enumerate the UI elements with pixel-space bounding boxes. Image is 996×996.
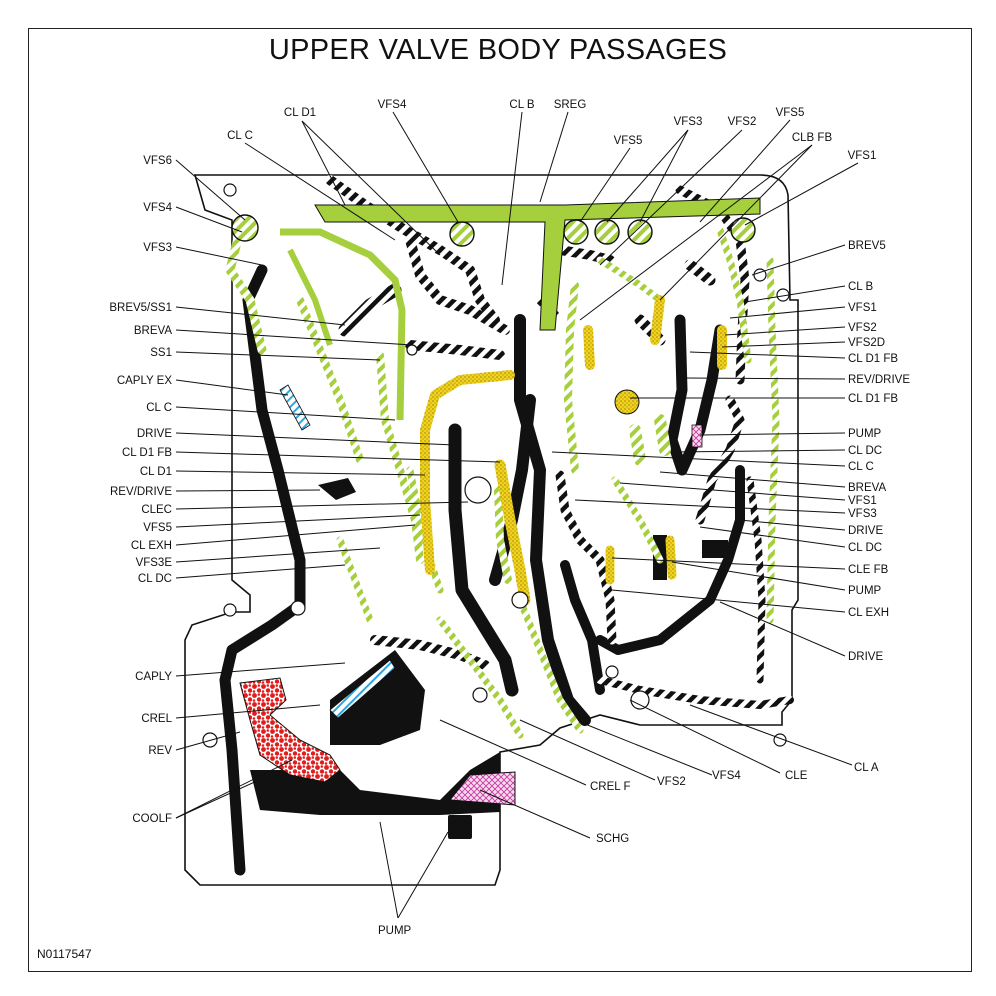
plain-holes bbox=[202, 183, 790, 748]
label-r-vfs1-2: VFS1 bbox=[848, 495, 877, 507]
label-top-vfs4: VFS4 bbox=[378, 99, 407, 111]
label-r-vfs3: VFS3 bbox=[848, 508, 877, 520]
right-labels: BREV5 CL B VFS1 VFS2 VFS2D CL D1 FB REV/… bbox=[848, 240, 910, 663]
label-b-cl-a: CL A bbox=[854, 762, 879, 774]
label-r-drive: DRIVE bbox=[848, 525, 883, 537]
label-b-vfs4: VFS4 bbox=[712, 770, 741, 782]
label-cl-exh: CL EXH bbox=[131, 540, 172, 552]
label-ss1: SS1 bbox=[150, 347, 172, 359]
pink-pump-port bbox=[691, 424, 703, 448]
label-top-cl-d1: CL D1 bbox=[284, 107, 316, 119]
label-top-vfs1: VFS1 bbox=[848, 150, 877, 162]
bottom-labels: CREL F VFS2 VFS4 CLE CL A SCHG PUMP bbox=[378, 762, 879, 937]
label-r-breva: BREVA bbox=[848, 482, 886, 494]
label-r-pump: PUMP bbox=[848, 428, 882, 440]
label-rev: REV bbox=[148, 745, 172, 757]
striped-passages bbox=[325, 175, 794, 709]
label-top-vfs5: VFS5 bbox=[614, 135, 643, 147]
label-top-clb-fb: CLB FB bbox=[792, 132, 833, 144]
figure-id: N0117547 bbox=[37, 947, 92, 961]
label-top-sreg: SREG bbox=[554, 99, 587, 111]
label-r-cl-b: CL B bbox=[848, 281, 873, 293]
figure-frame bbox=[28, 28, 972, 972]
label-r-cl-dc: CL DC bbox=[848, 445, 882, 457]
label-cl-dc: CL DC bbox=[138, 573, 172, 585]
label-drive: DRIVE bbox=[137, 428, 172, 440]
black-pools bbox=[250, 478, 728, 839]
label-clec: CLEC bbox=[141, 504, 172, 516]
label-r-vfs1: VFS1 bbox=[848, 302, 877, 314]
label-r-cl-d1-fb: CL D1 FB bbox=[848, 353, 898, 365]
green-hatched-passages bbox=[225, 225, 780, 739]
diagram-title: UPPER VALVE BODY PASSAGES bbox=[268, 34, 728, 66]
top-labels: CL D1 CL C VFS4 CL B SREG VFS3 VFS2 VFS5… bbox=[227, 99, 876, 162]
label-coolf: COOLF bbox=[132, 813, 172, 825]
label-cl-c: CL C bbox=[146, 402, 172, 414]
label-top-cl-c: CL C bbox=[227, 130, 253, 142]
label-r-vfs2d: VFS2D bbox=[848, 337, 885, 349]
label-r-rev-drive: REV/DRIVE bbox=[848, 374, 910, 386]
label-r-drive-2: DRIVE bbox=[848, 651, 883, 663]
label-caply-ex: CAPLY EX bbox=[117, 375, 173, 387]
blue-caply-ex-passage bbox=[279, 384, 311, 431]
label-top-vfs2: VFS2 bbox=[728, 116, 757, 128]
label-cl-d1-fb: CL D1 FB bbox=[122, 447, 172, 459]
label-vfs5: VFS5 bbox=[143, 522, 172, 534]
red-coolf-area bbox=[239, 677, 341, 783]
label-brev5-ss1: BREV5/SS1 bbox=[109, 302, 172, 314]
label-r-pump-2: PUMP bbox=[848, 585, 882, 597]
pink-schg-area bbox=[449, 771, 516, 806]
label-rev-drive: REV/DRIVE bbox=[110, 486, 172, 498]
label-r-vfs2: VFS2 bbox=[848, 322, 877, 334]
label-r-cl-exh: CL EXH bbox=[848, 607, 889, 619]
label-vfs3: VFS3 bbox=[143, 242, 172, 254]
label-top-vfs5-right: VFS5 bbox=[776, 107, 805, 119]
label-top-vfs3: VFS3 bbox=[674, 116, 703, 128]
left-labels: VFS6 VFS4 VFS3 BREV5/SS1 BREVA SS1 CAPLY… bbox=[109, 155, 172, 825]
blue-caply-passage bbox=[329, 659, 396, 719]
label-r-cl-d1-fb-2: CL D1 FB bbox=[848, 393, 898, 405]
green-channel bbox=[280, 197, 761, 421]
label-cl-d1: CL D1 bbox=[140, 466, 172, 478]
bore-holes bbox=[231, 214, 756, 247]
label-r-brev5: BREV5 bbox=[848, 240, 886, 252]
label-r-cl-dc-2: CL DC bbox=[848, 542, 882, 554]
label-top-cl-b: CL B bbox=[509, 99, 534, 111]
label-r-cl-c: CL C bbox=[848, 461, 874, 473]
label-caply: CAPLY bbox=[135, 671, 172, 683]
leader-lines bbox=[175, 111, 859, 919]
label-crel: CREL bbox=[141, 713, 172, 725]
label-b-vfs2: VFS2 bbox=[657, 776, 686, 788]
label-breva: BREVA bbox=[134, 325, 172, 337]
yellow-passages bbox=[420, 295, 727, 606]
label-b-schg: SCHG bbox=[596, 833, 629, 845]
label-b-cle: CLE bbox=[785, 770, 808, 782]
label-vfs3e: VFS3E bbox=[136, 557, 173, 569]
yellow-port bbox=[614, 389, 640, 415]
label-b-crel-f: CREL F bbox=[590, 781, 630, 793]
label-b-pump: PUMP bbox=[378, 925, 412, 937]
label-r-cle-fb: CLE FB bbox=[848, 564, 889, 576]
label-vfs4: VFS4 bbox=[143, 202, 172, 214]
label-vfs6: VFS6 bbox=[143, 155, 172, 167]
